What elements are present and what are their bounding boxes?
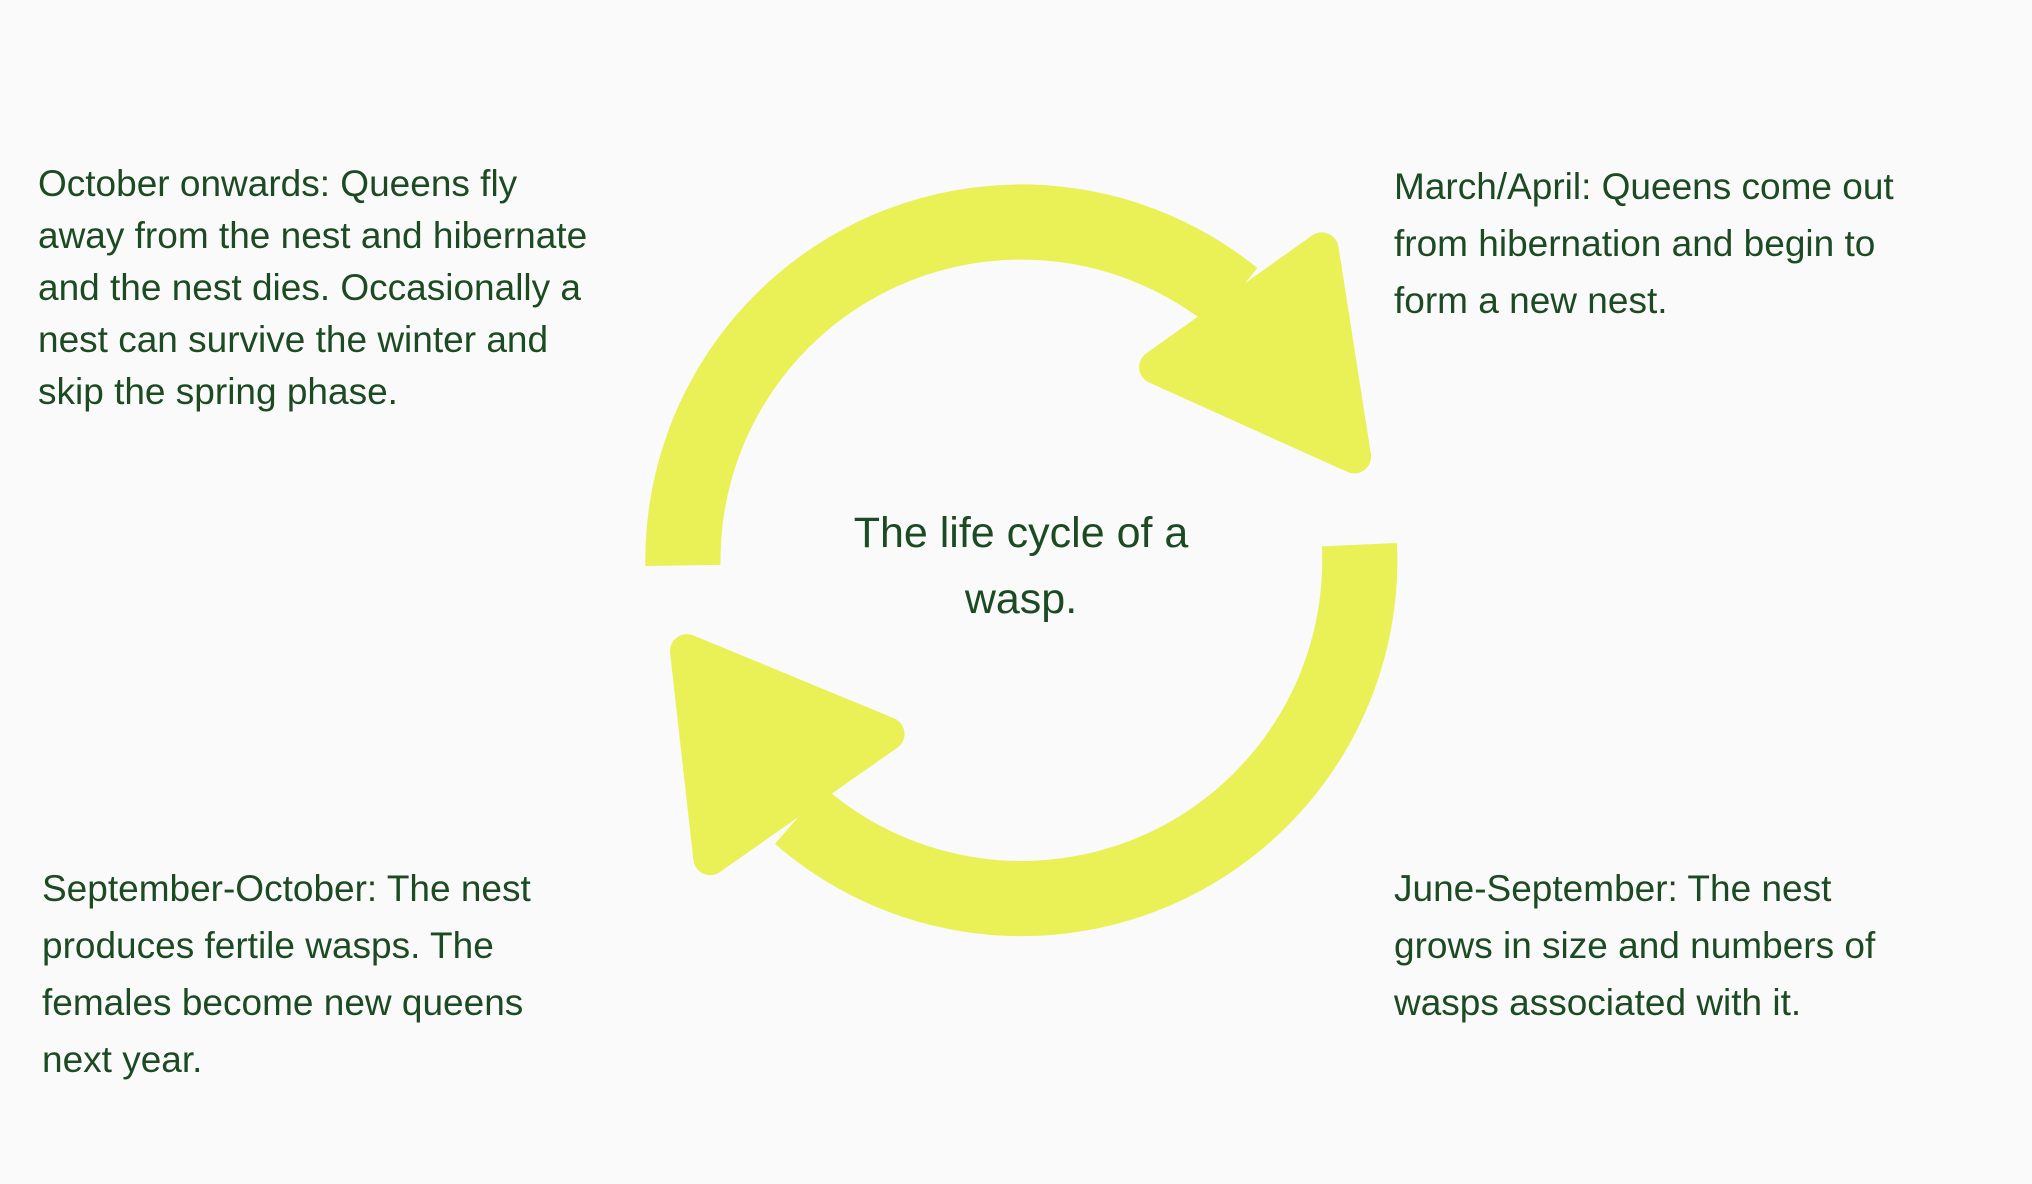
stage-march-april: March/April: Queens come out from hibern…: [1394, 158, 1894, 329]
stage-text-line: March/April: Queens come out: [1394, 166, 1894, 207]
top-arrowhead: [1139, 232, 1372, 474]
stage-text-line: September-October: The nest: [42, 868, 531, 909]
diagram-title: The life cycle of a wasp.: [771, 500, 1271, 632]
stage-text-line: wasps associated with it.: [1394, 982, 1802, 1023]
bottom-arrowhead: [669, 634, 905, 876]
stage-text-line: form a new nest.: [1394, 280, 1668, 321]
stage-text-line: produces fertile wasps. The: [42, 925, 494, 966]
stage-text-line: October onwards: Queens fly: [38, 163, 518, 204]
title-line: The life cycle of a: [853, 509, 1189, 557]
bottom-arrow-arc: [774, 543, 1398, 937]
stage-october-onwards: October onwards: Queens fly away from th…: [38, 158, 587, 418]
stage-june-september: June-September: The nest grows in size a…: [1394, 860, 1875, 1031]
stage-text-line: grows in size and numbers of: [1394, 925, 1876, 966]
stage-text-line: females become new queens: [42, 982, 524, 1023]
stage-text-line: June-September: The nest: [1394, 868, 1832, 909]
stage-text-line: from hibernation and begin to: [1394, 223, 1876, 264]
stage-text-line: skip the spring phase.: [38, 371, 398, 412]
title-line: wasp.: [964, 575, 1078, 623]
stage-text-line: and the nest dies. Occasionally a: [38, 267, 581, 308]
top-arrow-arc: [645, 184, 1258, 566]
stage-september-october: September-October: The nest produces fer…: [42, 860, 531, 1088]
stage-text-line: next year.: [42, 1039, 203, 1080]
stage-text-line: away from the nest and hibernate: [38, 215, 588, 256]
stage-text-line: nest can survive the winter and: [38, 319, 549, 360]
